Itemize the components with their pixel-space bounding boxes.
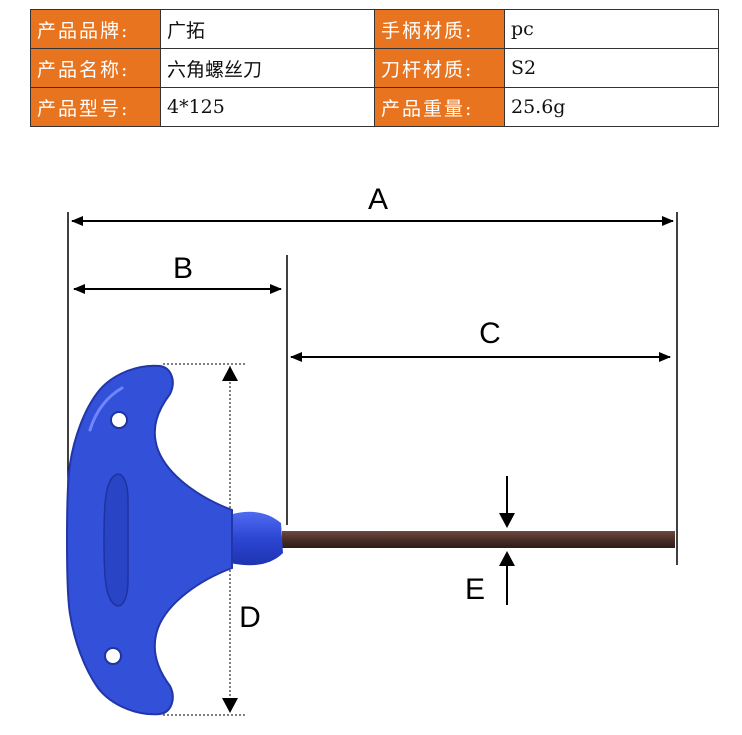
label-shaft-material: 刀杆材质: bbox=[374, 48, 505, 88]
label-weight: 产品重量: bbox=[374, 87, 505, 127]
value-model: 4*125 bbox=[160, 87, 375, 127]
spec-row-name: 产品名称: 六角螺丝刀 刀杆材质: S2 bbox=[30, 48, 719, 88]
dimension-e-arrow-top bbox=[499, 513, 515, 528]
label-model: 产品型号: bbox=[30, 87, 161, 127]
handle-grip-groove bbox=[103, 473, 129, 607]
value-shaft-material: S2 bbox=[504, 48, 719, 88]
label-brand: 产品品牌: bbox=[30, 9, 161, 49]
dimension-d-label: D bbox=[239, 601, 261, 634]
dimension-d-arrow-bottom bbox=[222, 698, 238, 713]
value-handle-material: pc bbox=[504, 9, 719, 49]
dimension-e-label: E bbox=[465, 573, 485, 606]
t-handle-hex-key-icon bbox=[66, 364, 675, 716]
handle-highlight bbox=[88, 386, 124, 432]
spec-row-brand: 产品品牌: 广拓 手柄材质: pc bbox=[30, 9, 719, 49]
spec-row-model: 产品型号: 4*125 产品重量: 25.6g bbox=[30, 87, 719, 127]
hex-shaft bbox=[282, 531, 675, 548]
label-product-name: 产品名称: bbox=[30, 48, 161, 88]
handle-hole-bottom bbox=[104, 647, 122, 665]
value-weight: 25.6g bbox=[504, 87, 719, 127]
spec-table: 产品品牌: 广拓 手柄材质: pc 产品名称: 六角螺丝刀 刀杆材质: S2 产… bbox=[30, 9, 719, 127]
dimension-d-arrow-top bbox=[222, 366, 238, 381]
handle-hole-top bbox=[110, 411, 128, 429]
value-product-name: 六角螺丝刀 bbox=[160, 48, 375, 88]
dimension-c-label: C bbox=[479, 317, 501, 350]
dimension-e-arrow-bottom bbox=[499, 551, 515, 566]
dimension-a-label: A bbox=[368, 183, 388, 216]
handle-collar bbox=[226, 511, 283, 566]
dimension-b-label: B bbox=[173, 252, 193, 285]
handle-body bbox=[66, 364, 233, 716]
